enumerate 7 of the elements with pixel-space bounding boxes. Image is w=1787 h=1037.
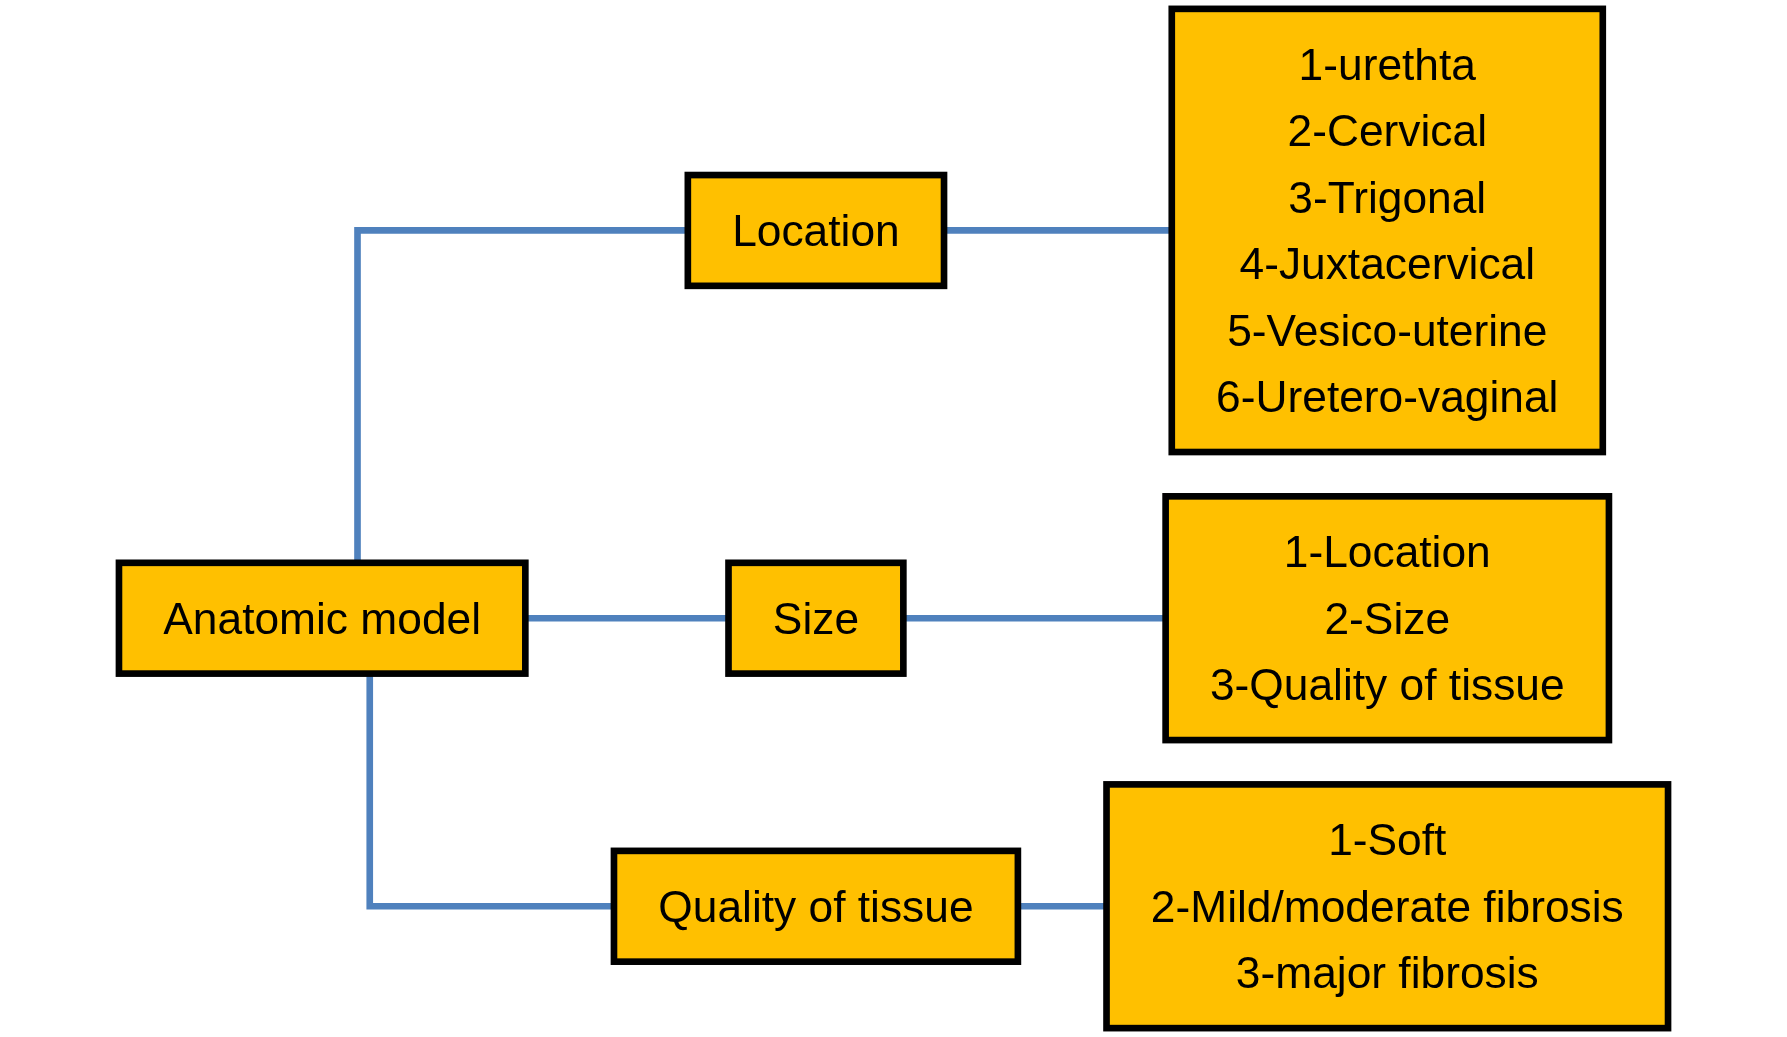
node-box: 1-Soft 2-Mild/moderate fibrosis 3-major fibrosis bbox=[1103, 781, 1672, 1032]
node-box: Anatomic model bbox=[115, 559, 529, 677]
node-box: Size bbox=[725, 559, 907, 677]
node-box: 1-urethta 2-Cervical 3-Trigonal 4-Juxtacervical 5-Vesico-uterine 6-Uretero-vaginal bbox=[1168, 5, 1607, 456]
node-box: 1-Location 2-Size 3-Quality of tissue bbox=[1162, 493, 1613, 744]
node-box: Location bbox=[684, 171, 948, 290]
node-box: Quality of tissue bbox=[610, 847, 1022, 965]
